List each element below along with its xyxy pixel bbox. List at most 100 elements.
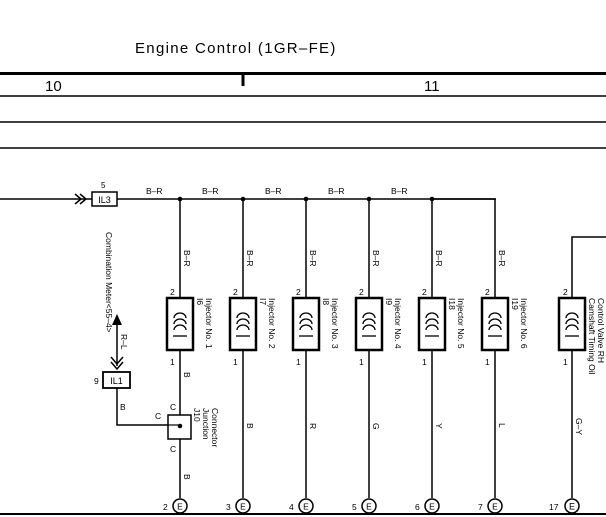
camshaft-valve: 2 1 Camshaft Timing Oil Control Valve RH… xyxy=(549,236,606,514)
connector-il1: IL1 9 xyxy=(94,371,131,389)
injector-pin-top: 2 xyxy=(485,287,490,297)
injector-body xyxy=(480,296,510,352)
injector-body xyxy=(165,296,195,352)
junction-wire-color: B xyxy=(120,402,126,412)
junction-wire-below: B xyxy=(182,474,192,480)
coil-icon xyxy=(565,312,579,331)
ground-mark: E xyxy=(492,502,498,512)
connector-il3-label: IL3 xyxy=(98,195,111,205)
wire-color-top-4: B–R xyxy=(328,186,345,196)
injector-body xyxy=(291,296,321,352)
injector-pin-bottom: 1 xyxy=(485,357,490,367)
coil-icon xyxy=(425,312,439,331)
camshaft-valve-body xyxy=(557,296,587,352)
injector-wire-bottom: Y xyxy=(434,423,444,429)
injector-wire-top: B–R xyxy=(371,250,381,267)
injector-id: I9 xyxy=(384,298,394,305)
ground-mark: E xyxy=(303,502,309,512)
camshaft-valve-name-line2: Control Valve RH xyxy=(596,298,606,363)
arrow-up-icon xyxy=(112,314,122,325)
connector-il1-pin: 9 xyxy=(94,376,99,386)
arrow-down-icon xyxy=(110,356,124,366)
injector-pin-bottom: 1 xyxy=(359,357,364,367)
ground-terminal-icon xyxy=(172,498,188,514)
coil-icon xyxy=(362,312,376,331)
injector-body xyxy=(228,296,258,352)
camshaft-valve-ground-mark: E xyxy=(569,502,575,512)
meter-wire-color: R–L xyxy=(119,334,129,350)
injector-wire-top: B–R xyxy=(434,250,444,267)
injector-id: I6 xyxy=(195,298,205,305)
ground-pin: 6 xyxy=(415,502,420,512)
section-number-10: 10 xyxy=(45,78,62,95)
injector-id: I19 xyxy=(510,298,520,310)
injector-pin-top: 2 xyxy=(233,287,238,297)
coil-icon xyxy=(236,312,250,331)
injector-pin-bottom: 1 xyxy=(296,357,301,367)
coil-icon xyxy=(299,312,313,331)
injector-name: Injector No. 2 xyxy=(267,298,277,349)
injector-pin-bottom: 1 xyxy=(170,357,175,367)
ground-mark: E xyxy=(366,502,372,512)
ground-terminal-icon xyxy=(361,498,377,514)
injector-pin-top: 2 xyxy=(422,287,427,297)
injector-id: I18 xyxy=(447,298,457,310)
injector-pin-top: 2 xyxy=(296,287,301,297)
camshaft-valve-wire-color: G–Y xyxy=(574,418,584,435)
injector-wire-top: B–R xyxy=(182,250,192,267)
injector-wire-bottom: B xyxy=(182,372,192,378)
junction-pin-label-left: C xyxy=(155,411,161,421)
camshaft-valve-pin-bottom: 1 xyxy=(563,357,568,367)
injector-name: Injector No. 6 xyxy=(519,298,529,349)
coil-icon xyxy=(173,312,187,331)
injector-wire-top: B–R xyxy=(245,250,255,267)
connector-il3-pin: 5 xyxy=(101,181,106,190)
ground-pin: 5 xyxy=(352,502,357,512)
ground-terminal-icon xyxy=(564,498,580,514)
injector-id: I8 xyxy=(321,298,331,305)
camshaft-valve-ground-pin: 17 xyxy=(549,502,559,512)
ground-pin: 3 xyxy=(226,502,231,512)
injector-body xyxy=(417,296,447,352)
injector-body xyxy=(354,296,384,352)
ground-pin: 4 xyxy=(289,502,294,512)
section-number-11: 11 xyxy=(424,78,440,95)
injector-wire-top: B–R xyxy=(497,250,507,267)
junction-pin-label-top: C xyxy=(170,402,176,412)
junction-connector-j10: C C C J10 Junction Connector xyxy=(155,402,220,454)
injector-id: I7 xyxy=(258,298,268,305)
ground-pin: 7 xyxy=(478,502,483,512)
ground-terminal-icon xyxy=(424,498,440,514)
wire-color-top-1: B–R xyxy=(146,186,163,196)
wire-color-top-3: B–R xyxy=(265,186,282,196)
injector-name: Injector No. 3 xyxy=(330,298,340,349)
combination-meter-label: Combination Meter<55–4> xyxy=(104,232,114,333)
injector-name: Injector No. 5 xyxy=(456,298,466,349)
injector-pin-bottom: 1 xyxy=(233,357,238,367)
injector-pin-top: 2 xyxy=(170,287,175,297)
coil-icon xyxy=(488,312,502,331)
ground-mark: E xyxy=(240,502,246,512)
wire-color-top-2: B–R xyxy=(202,186,219,196)
injector-wire-top: B–R xyxy=(308,250,318,267)
injector-wire-bottom: R xyxy=(308,423,318,429)
wire-color-top-5: B–R xyxy=(391,186,408,196)
diagram-title: Engine Control (1GR–FE) xyxy=(135,40,337,57)
injector-wire-bottom: G xyxy=(371,423,381,430)
injector-name: Injector No. 4 xyxy=(393,298,403,349)
camshaft-valve-pin-top: 2 xyxy=(563,287,568,297)
injector-wire-bottom: L xyxy=(497,423,507,428)
connector-il3: IL3 5 xyxy=(74,181,118,207)
ground-mark: E xyxy=(177,502,183,512)
junction-name-line2: Connector xyxy=(210,408,220,447)
junction-feed-wire xyxy=(116,388,168,426)
ground-terminal-icon xyxy=(487,498,503,514)
ground-pin: 2 xyxy=(163,502,168,512)
junction-pin-label-bottom: C xyxy=(170,444,176,454)
ground-terminal-icon xyxy=(298,498,314,514)
